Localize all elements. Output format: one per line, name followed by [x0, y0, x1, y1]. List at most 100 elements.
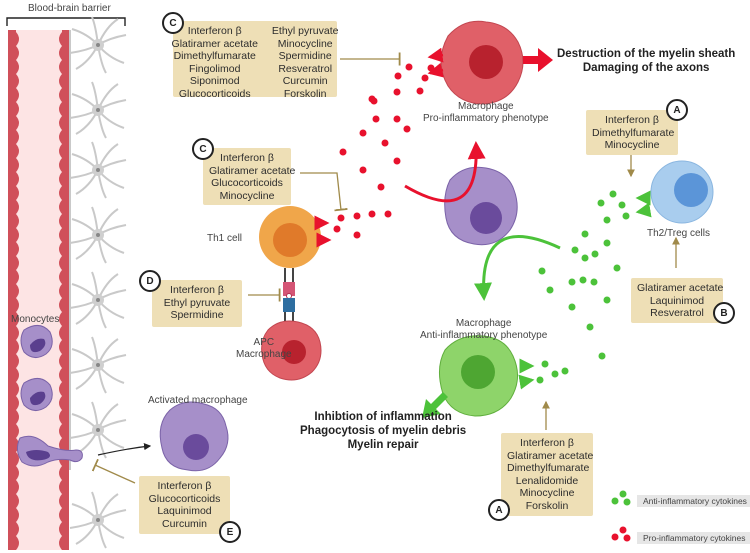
astrocyte-network: [69, 16, 127, 549]
endothelial-scallop: [16, 298, 19, 312]
endothelial-scallop: [16, 242, 19, 256]
endothelial-scallop: [59, 228, 62, 242]
extravasating-monocyte: [16, 435, 83, 467]
th1-label: Th1 cell: [207, 233, 243, 244]
pro-cytokine-dot: [427, 64, 435, 72]
endothelial-scallop: [16, 340, 19, 354]
endothelial-scallop: [59, 60, 62, 74]
m1-label-line: Macrophage: [458, 101, 514, 112]
monocyte: [20, 378, 53, 411]
badge-a: A: [666, 99, 688, 121]
endothelial-scallop: [59, 172, 62, 186]
badge-c: C: [162, 12, 184, 34]
endothelial-scallop: [16, 410, 19, 424]
endothelial-scallop: [59, 242, 62, 256]
drug-box-d: Interferon β Ethyl pyruvate Spermidine: [152, 280, 242, 327]
anti-cytokine-dot: [586, 323, 594, 331]
drug-item: Glatiramer acetate: [637, 282, 724, 294]
drug-item: Ethyl pyruvate: [163, 296, 231, 309]
endothelial-scallop: [16, 116, 19, 130]
anti-cytokine-dot: [579, 276, 587, 284]
th1-cell: [259, 206, 321, 268]
endothelial-scallop: [59, 46, 62, 60]
th2-label: Th2/Treg cells: [647, 228, 710, 239]
pro-cytokine-dot: [339, 148, 347, 156]
pro-cytokine-dot: [403, 125, 411, 133]
drug-item: Glatiramer acetate: [507, 449, 594, 462]
secretion-arrows-green: [518, 190, 652, 390]
secretion-arrows-red: [314, 47, 444, 248]
badge-d: D: [139, 270, 161, 292]
anti-cytokine-dot: [541, 360, 549, 368]
endothelial-scallop: [16, 424, 19, 438]
pro-cytokine-dot: [393, 115, 401, 123]
inhibit-line-e: [91, 458, 136, 484]
drug-item: Minocycline: [219, 189, 275, 202]
bbb-bracket: [6, 17, 126, 26]
endothelial-scallop: [59, 494, 62, 508]
anti-cytokine-dot: [591, 250, 599, 258]
endothelial-scallop: [16, 46, 19, 60]
anti-cytokine-dot: [538, 267, 546, 275]
anti-cytokine-dot: [568, 303, 576, 311]
endothelial-scallop: [59, 256, 62, 270]
astrocyte-nucleus: [96, 428, 100, 432]
pro-cytokine-dot: [381, 139, 389, 147]
endothelial-scallop: [59, 200, 62, 214]
drug-item: Interferon β: [187, 25, 242, 37]
pro-cytokine-dot: [421, 74, 429, 82]
drug-item: Dimethylfumarate: [592, 126, 675, 139]
legend-anti-dots: [611, 490, 631, 506]
endothelial-scallop: [59, 158, 62, 172]
drug-box-a-bottom: Interferon β Glatiramer acetate Dimethyl…: [501, 433, 593, 516]
drug-box-c-top: Interferon β Glatiramer acetate Dimethyl…: [172, 21, 338, 100]
endothelial-scallop: [59, 284, 62, 298]
anti-cytokine-dot: [609, 190, 617, 198]
legend-anti-label: Anti-inflammatory cytokines: [637, 495, 750, 507]
drug-item: Minocycline: [604, 139, 660, 151]
endothelial-scallop: [16, 144, 19, 158]
pro-cytokine-dot: [368, 210, 376, 218]
endothelial-scallop: [16, 270, 19, 284]
endothelial-scallop: [59, 410, 62, 424]
drug-item: Interferon β: [157, 480, 212, 492]
drug-item: Dimethylfumarate: [507, 462, 590, 474]
astrocyte-nucleus: [96, 233, 100, 237]
drug-item: Interferon β: [605, 114, 659, 126]
pro-outcome-text: Destruction of the myelin sheath Damagin…: [557, 47, 735, 75]
badge-c: C: [192, 138, 214, 160]
endothelial-scallop: [16, 536, 19, 550]
apc-label-line: Macrophage: [236, 349, 292, 360]
bbb-title: Blood-brain barrier: [28, 3, 111, 14]
pro-cytokine-dot: [394, 72, 402, 80]
drug-item: Minocycline: [519, 487, 575, 499]
anti-cytokine-dot: [581, 254, 589, 262]
endothelial-scallop: [16, 172, 19, 186]
anti-cytokine-dot: [581, 230, 589, 238]
pro-cytokine-dot: [393, 157, 401, 165]
endothelial-scallop: [16, 326, 19, 340]
anti-cytokine-dot: [613, 264, 621, 272]
monocytes-label: Monocytes: [11, 314, 60, 325]
endothelial-scallop: [59, 438, 62, 452]
endothelial-scallop: [59, 340, 62, 354]
endothelial-scallop: [59, 480, 62, 494]
astrocyte: [69, 271, 127, 329]
drug-item: Curcumin: [162, 517, 207, 530]
migration-arrow: [97, 443, 152, 456]
drug-item: Curcumin: [282, 75, 328, 87]
anti-outcome-line: Phagocytosis of myelin debris: [300, 425, 467, 437]
anti-cytokine-dot: [597, 199, 605, 207]
endothelial-scallop: [59, 466, 62, 480]
anti-inflammatory-macrophage: [439, 335, 518, 417]
badge-a: A: [488, 499, 510, 521]
pro-cytokine-dot: [359, 166, 367, 174]
astrocyte: [69, 336, 127, 394]
drug-col-1: Interferon β Glatiramer acetate Dimethyl…: [172, 25, 258, 100]
endothelial-scallop: [16, 382, 19, 396]
anti-cytokine-dot: [546, 286, 554, 294]
pro-cytokine-dot: [333, 225, 341, 233]
astrocyte: [69, 491, 127, 549]
apc-label: APC Macrophage: [236, 337, 292, 361]
th2-treg-cell: [650, 160, 714, 224]
